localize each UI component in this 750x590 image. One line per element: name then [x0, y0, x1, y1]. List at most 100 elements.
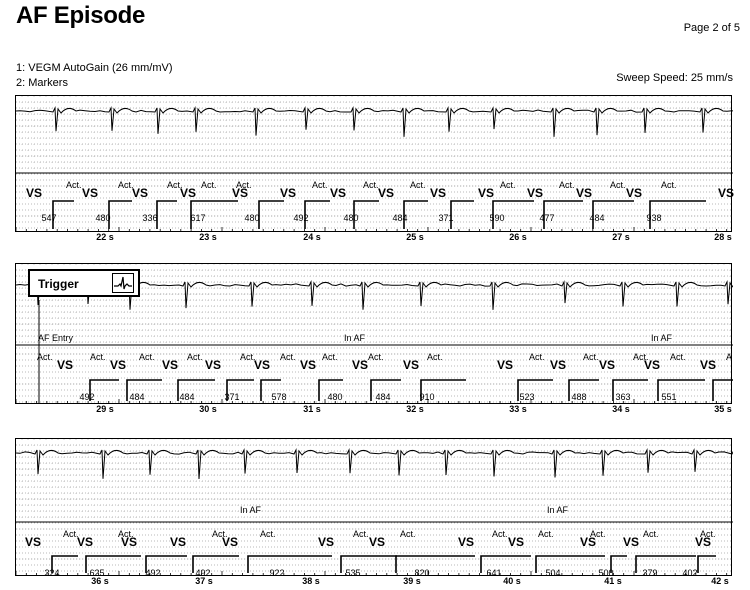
vs-marker: VS	[718, 186, 735, 200]
time-label: 29 s	[96, 404, 114, 414]
interval-bracket	[517, 379, 553, 401]
act-marker: Act.	[66, 180, 82, 190]
interval-value: 492	[195, 568, 211, 578]
interval-value: 922	[269, 568, 285, 578]
time-label: 40 s	[503, 576, 521, 586]
time-label: 41 s	[604, 576, 622, 586]
time-label: 32 s	[406, 404, 424, 414]
vs-marker: VS	[458, 535, 475, 549]
ecg-grid	[16, 439, 733, 572]
page-title: AF Episode	[16, 2, 146, 29]
time-label: 42 s	[711, 576, 729, 586]
act-marker: Act.	[212, 529, 228, 539]
act-marker: Act.	[37, 352, 53, 362]
ecg-trigger-icon	[112, 273, 134, 293]
act-marker: Act.	[312, 180, 328, 190]
strip-trace-1	[16, 96, 733, 231]
act-marker: Act.	[90, 352, 106, 362]
vs-marker: VS	[497, 358, 514, 372]
interval-bracket	[480, 555, 531, 573]
vs-marker: VS	[576, 186, 593, 200]
act-marker: Act.	[353, 529, 369, 539]
interval-bracket	[190, 200, 238, 229]
vs-marker: VS	[378, 186, 395, 200]
act-marker: Act.	[118, 529, 134, 539]
interval-value: 641	[486, 568, 502, 578]
vs-marker: VS	[369, 535, 386, 549]
vs-marker: VS	[232, 186, 249, 200]
vs-marker: VS	[330, 186, 347, 200]
interval-bracket	[492, 200, 534, 229]
episode-note: AF Entry	[38, 333, 74, 343]
interval-bracket	[258, 200, 284, 229]
interval-bracket	[108, 200, 132, 229]
vs-marker: VS	[25, 535, 42, 549]
interval-bracket	[403, 200, 428, 229]
vs-marker: VS	[222, 535, 239, 549]
interval-value: 500	[598, 568, 614, 578]
interval-bracket	[353, 200, 379, 229]
act-marker: Act.	[559, 180, 575, 190]
act-marker: Act.	[118, 180, 134, 190]
act-marker: Act.	[167, 180, 183, 190]
act-marker: Act.	[187, 352, 203, 362]
interval-bracket	[156, 200, 177, 229]
interval-bracket	[450, 200, 474, 229]
interval-bracket	[712, 379, 733, 401]
interval-bracket	[657, 379, 705, 401]
vs-marker: VS	[623, 535, 640, 549]
interval-value: 492	[145, 568, 161, 578]
vs-marker: VS	[26, 186, 43, 200]
vs-marker: VS	[57, 358, 74, 372]
interval-value: 484	[179, 392, 195, 402]
interval-value: 625	[89, 568, 105, 578]
time-label: 30 s	[199, 404, 217, 414]
interval-value: 484	[375, 392, 391, 402]
strip-3	[15, 438, 733, 576]
trigger-marker[interactable]: Trigger	[28, 269, 140, 297]
act-marker: Act.	[670, 352, 686, 362]
vs-marker: VS	[280, 186, 297, 200]
interval-bracket	[568, 379, 599, 401]
strip-1	[15, 95, 733, 232]
vs-marker: VS	[550, 358, 567, 372]
act-marker: Act.	[322, 352, 338, 362]
time-label: 22 s	[96, 232, 114, 242]
interval-bracket	[543, 200, 583, 229]
time-label: 34 s	[612, 404, 630, 414]
time-label: 33 s	[509, 404, 527, 414]
interval-value: 363	[615, 392, 631, 402]
interval-value: 820	[414, 568, 430, 578]
vs-marker: VS	[77, 535, 94, 549]
interval-value: 551	[661, 392, 677, 402]
interval-value: 492	[293, 213, 309, 223]
vs-marker: VS	[110, 358, 127, 372]
interval-value: 484	[129, 392, 145, 402]
act-marker: Act.	[410, 180, 426, 190]
channel-1-label: 1: VEGM AutoGain (26 mm/mV)	[16, 62, 173, 74]
act-marker: Act.	[368, 352, 384, 362]
time-label: 24 s	[303, 232, 321, 242]
act-marker: Act.	[529, 352, 545, 362]
interval-value: 379	[642, 568, 658, 578]
vs-marker: VS	[527, 186, 544, 200]
time-label: 39 s	[403, 576, 421, 586]
act-marker: Act.	[260, 529, 276, 539]
act-marker: Act.	[139, 352, 155, 362]
act-marker: Act.	[201, 180, 217, 190]
act-marker: Act.	[236, 180, 252, 190]
vs-marker: VS	[352, 358, 369, 372]
act-marker: Act.	[590, 529, 606, 539]
interval-value: 938	[646, 213, 662, 223]
vs-marker: VS	[580, 535, 597, 549]
interval-bracket	[318, 379, 343, 401]
interval-bracket	[420, 379, 466, 401]
time-label: 23 s	[199, 232, 217, 242]
act-marker: Act.	[500, 180, 516, 190]
channel-2-label: 2: Markers	[16, 77, 68, 89]
interval-bracket	[89, 379, 119, 401]
vs-marker: VS	[644, 358, 661, 372]
vs-marker: VS	[700, 358, 717, 372]
interval-value: 492	[79, 392, 95, 402]
interval-value: 617	[190, 213, 206, 223]
